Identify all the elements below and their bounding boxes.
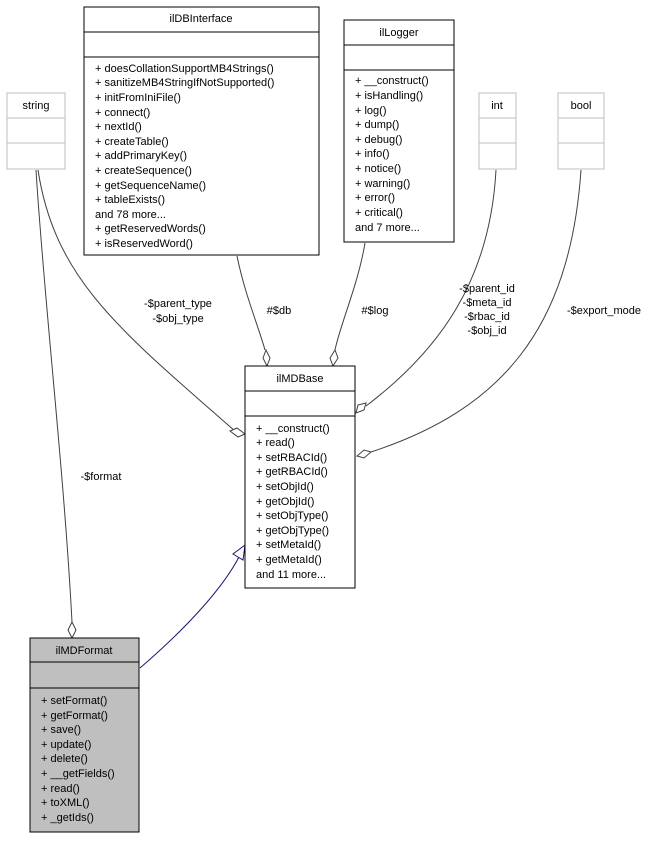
class-box-bool[interactable]: bool (557, 92, 605, 170)
edge-label-line: -$parent_type (144, 298, 212, 310)
method-entry: + setObjId() (256, 481, 314, 493)
method-entry: + __getFields() (41, 768, 115, 780)
class-box-mdbase[interactable]: ilMDBase + __construct() + read() + setR… (244, 365, 356, 589)
method-entry: + save() (41, 724, 81, 736)
class-name: ilDBInterface (170, 13, 233, 25)
edge-label-line: -$obj_type (152, 313, 203, 325)
edge-label-db: #$db (267, 305, 291, 317)
method-entry: and 7 more... (355, 222, 420, 234)
class-name: ilMDFormat (56, 645, 113, 657)
method-entry: + sanitizeMB4StringIfNotSupported() (95, 77, 274, 89)
method-entry: + read() (256, 437, 295, 449)
aggregation-diamond-format (67, 620, 77, 640)
edge-string-to-mdbase (37, 169, 237, 433)
edge-bool-to-mdbase (370, 169, 582, 453)
edge-inheritance-mdformat-to-mdbase (139, 554, 241, 669)
aggregation-diamond-db (262, 348, 271, 368)
class-box-dbinterface[interactable]: ilDBInterface + doesCollationSupportMB4S… (83, 6, 320, 256)
method-entry: + debug() (355, 134, 402, 146)
method-entry: + nextId() (95, 121, 142, 133)
edge-label-line: #$log (362, 305, 389, 317)
method-entry: + toXML() (41, 797, 90, 809)
class-box-mdformat[interactable]: ilMDFormat + setFormat() + getFormat() +… (29, 637, 140, 833)
method-entry: + critical() (355, 207, 403, 219)
edge-label-int-mdbase: -$parent_id -$meta_id -$rbac_id -$obj_id (459, 283, 515, 337)
method-entry: + setRBACId() (256, 452, 327, 464)
inheritance-arrow (232, 543, 246, 561)
class-name: ilLogger (379, 27, 418, 39)
edge-label-string-mdbase: -$parent_type -$obj_type (144, 298, 212, 325)
method-entry: + notice() (355, 163, 401, 175)
aggregation-diamond-parent-type (229, 427, 246, 438)
class-box-logger[interactable]: ilLogger + __construct() + isHandling() … (343, 19, 455, 243)
edge-label-line: -$export_mode (567, 305, 641, 317)
method-entry: + initFromIniFile() (95, 92, 181, 104)
class-box-int[interactable]: int (478, 92, 517, 170)
method-entry: + __construct() (355, 75, 429, 87)
method-entry: + doesCollationSupportMB4Strings() (95, 63, 274, 75)
method-entry: and 11 more... (256, 569, 326, 581)
method-entry: + warning() (355, 178, 410, 190)
edge-label-line: #$db (267, 305, 291, 317)
method-entry: + getFormat() (41, 710, 108, 722)
method-entry: + createTable() (95, 136, 169, 148)
method-entry: + log() (355, 105, 387, 117)
edge-label-line: -$parent_id (459, 283, 515, 295)
method-entry: + createSequence() (95, 165, 192, 177)
edge-label-log: #$log (362, 305, 389, 317)
edge-label-format: -$format (81, 471, 122, 483)
method-entry: + getSequenceName() (95, 180, 206, 192)
edge-label-line: -$format (81, 471, 122, 483)
method-entry: + error() (355, 192, 395, 204)
method-entry: + setObjType() (256, 510, 328, 522)
method-entry: and 78 more... (95, 209, 166, 221)
edge-label-line: -$rbac_id (464, 311, 510, 323)
method-entry: + isHandling() (355, 90, 423, 102)
edge-logger-to-mdbase (334, 242, 366, 351)
method-entry: + getMetaId() (256, 554, 322, 566)
method-entry: + addPrimaryKey() (95, 150, 187, 162)
method-entry: + getObjType() (256, 525, 329, 537)
class-name: int (491, 100, 503, 112)
method-entry: + info() (355, 148, 390, 160)
method-entry: + setMetaId() (256, 539, 321, 551)
aggregation-diamond-export-mode (355, 449, 373, 459)
class-box-string[interactable]: string (6, 92, 66, 170)
method-entry: + getRBACId() (256, 466, 328, 478)
aggregation-diamond-log (329, 348, 339, 368)
class-name: string (23, 100, 50, 112)
method-entry: + getReservedWords() (95, 223, 206, 235)
edge-int-to-mdbase (365, 169, 497, 407)
method-entry: + isReservedWord() (95, 238, 193, 250)
method-entry: + dump() (355, 119, 399, 131)
edge-label-bool-mdbase: -$export_mode (567, 305, 641, 317)
edge-string-to-mdformat (35, 169, 73, 623)
class-name: bool (571, 100, 592, 112)
method-entry: + tableExists() (95, 194, 165, 206)
method-entry: + _getIds() (41, 812, 94, 824)
method-entry: + __construct() (256, 423, 330, 435)
method-entry: + connect() (95, 107, 150, 119)
method-entry: + update() (41, 739, 91, 751)
edge-label-line: -$obj_id (467, 325, 506, 337)
aggregation-diamond-parent-id (355, 402, 367, 414)
method-entry: + getObjId() (256, 496, 314, 508)
class-name: ilMDBase (276, 373, 323, 385)
edge-label-line: -$meta_id (463, 297, 512, 309)
method-entry: + read() (41, 783, 80, 795)
edge-dbinterface-to-mdbase (236, 255, 266, 351)
method-entry: + delete() (41, 753, 88, 765)
method-entry: + setFormat() (41, 695, 107, 707)
